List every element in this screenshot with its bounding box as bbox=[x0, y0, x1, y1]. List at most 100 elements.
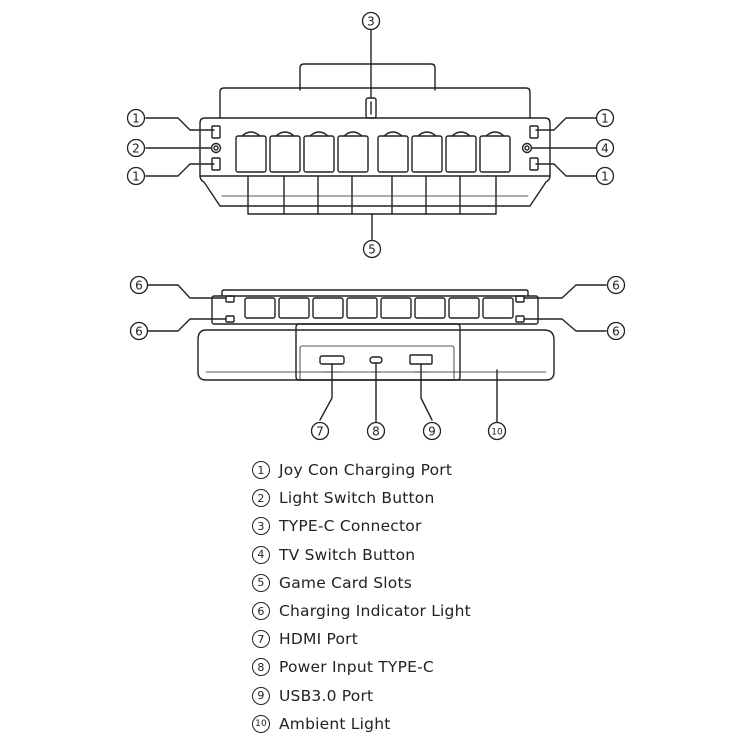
callout-circle-icon bbox=[126, 138, 146, 158]
legend-label: USB3.0 Port bbox=[279, 686, 374, 705]
callout-4-right: 4 bbox=[595, 138, 615, 158]
callout-9: 9 bbox=[422, 421, 442, 441]
legend-label: Joy Con Charging Port bbox=[279, 461, 453, 480]
game-card-slot-icon bbox=[411, 131, 443, 173]
callout-1-right-bottom: 1 bbox=[595, 166, 615, 186]
legend-item: 9 USB3.0 Port bbox=[252, 682, 471, 710]
legend-item: 4 TV Switch Button bbox=[252, 541, 471, 569]
callout-8: 8 bbox=[366, 421, 386, 441]
svg-text:3: 3 bbox=[367, 15, 375, 29]
callout-10: 10 bbox=[487, 421, 507, 441]
charging-indicator-light-right-bottom bbox=[515, 315, 525, 323]
callout-circle-icon bbox=[129, 321, 149, 341]
svg-text:6: 6 bbox=[135, 279, 143, 293]
svg-text:5: 5 bbox=[368, 243, 376, 257]
front-view-leaders bbox=[147, 284, 607, 423]
callout-1-right-top: 1 bbox=[595, 108, 615, 128]
legend-label: TV Switch Button bbox=[279, 545, 416, 564]
legend-number: 9 bbox=[252, 686, 270, 705]
callout-1-left-top: 1 bbox=[126, 108, 146, 128]
charging-indicator-light-right-top bbox=[515, 295, 525, 303]
legend-label: Power Input TYPE-C bbox=[279, 658, 434, 677]
legend-item: 8 Power Input TYPE-C bbox=[252, 653, 471, 681]
svg-text:6: 6 bbox=[612, 325, 620, 339]
callout-circle-icon bbox=[126, 166, 146, 186]
legend-item: 3 TYPE-C Connector bbox=[252, 512, 471, 540]
callout-6-right-bottom: 6 bbox=[606, 321, 626, 341]
callout-6-right-top: 6 bbox=[606, 275, 626, 295]
callout-circle-icon bbox=[126, 108, 146, 128]
legend-item: 5 Game Card Slots bbox=[252, 569, 471, 597]
callout-circle-icon bbox=[606, 321, 626, 341]
legend-label: Game Card Slots bbox=[279, 573, 413, 592]
callout-circle-icon bbox=[366, 421, 386, 441]
legend-number: 5 bbox=[252, 573, 270, 592]
callout-1-left-bottom: 1 bbox=[126, 166, 146, 186]
usb-a-port-icon bbox=[409, 354, 433, 365]
callout-circle-icon bbox=[422, 421, 442, 441]
game-card-slot-icon bbox=[479, 131, 511, 173]
svg-text:1: 1 bbox=[132, 112, 140, 126]
svg-text:7: 7 bbox=[316, 425, 324, 439]
joy-con-charging-port-right-top bbox=[529, 125, 539, 139]
callout-circle-icon bbox=[595, 108, 615, 128]
tv-switch-button bbox=[521, 142, 533, 154]
game-card-slots bbox=[235, 131, 511, 173]
legend-number: 8 bbox=[252, 658, 270, 677]
top-view-leaders bbox=[145, 29, 597, 241]
legend-label: Light Switch Button bbox=[279, 489, 435, 508]
svg-text:4: 4 bbox=[601, 142, 609, 156]
callout-circle-icon bbox=[595, 138, 615, 158]
callouts: 3 1 2 1 1 4 1 5 bbox=[126, 11, 626, 441]
svg-text:8: 8 bbox=[372, 425, 380, 439]
legend-label: Ambient Light bbox=[279, 714, 391, 733]
legend-number: 2 bbox=[252, 489, 270, 508]
legend-number: 4 bbox=[252, 545, 270, 564]
game-card-slot-icon bbox=[269, 131, 301, 173]
joy-con-charging-port-left-top bbox=[211, 125, 221, 139]
legend-label: Charging Indicator Light bbox=[279, 602, 471, 621]
callout-7: 7 bbox=[310, 421, 330, 441]
game-card-slot-icon bbox=[377, 131, 409, 173]
callout-circle-icon bbox=[595, 166, 615, 186]
callout-circle-icon bbox=[606, 275, 626, 295]
top-view-dock bbox=[199, 63, 551, 207]
callout-6-left-bottom: 6 bbox=[129, 321, 149, 341]
legend-number: 6 bbox=[252, 602, 270, 621]
legend-item: 7 HDMI Port bbox=[252, 625, 471, 653]
svg-text:6: 6 bbox=[612, 279, 620, 293]
game-card-slots-front bbox=[244, 297, 514, 319]
callout-circle-icon bbox=[487, 421, 507, 441]
hdmi-port-icon bbox=[319, 355, 345, 365]
svg-text:6: 6 bbox=[135, 325, 143, 339]
callout-2-left: 2 bbox=[126, 138, 146, 158]
legend-number: 7 bbox=[252, 630, 270, 649]
svg-text:1: 1 bbox=[601, 112, 609, 126]
legend-number: 3 bbox=[252, 517, 270, 536]
legend-item: 6 Charging Indicator Light bbox=[252, 597, 471, 625]
game-card-slot-icon bbox=[235, 131, 267, 173]
legend-number: 1 bbox=[252, 461, 270, 480]
game-card-slot-icon bbox=[445, 131, 477, 173]
callout-circle-icon bbox=[362, 239, 382, 259]
light-switch-button bbox=[210, 142, 222, 154]
legend-item: 1 Joy Con Charging Port bbox=[252, 456, 471, 484]
legend-label: TYPE-C Connector bbox=[279, 517, 422, 536]
legend-label: HDMI Port bbox=[279, 630, 358, 649]
callout-6-left-top: 6 bbox=[129, 275, 149, 295]
svg-text:1: 1 bbox=[601, 170, 609, 184]
svg-text:10: 10 bbox=[491, 428, 503, 438]
usb-c-port-icon bbox=[369, 356, 383, 364]
charging-indicator-light-left-top bbox=[225, 295, 235, 303]
callout-3-top: 3 bbox=[361, 11, 381, 31]
callout-5: 5 bbox=[362, 239, 382, 259]
front-view-dock bbox=[197, 289, 555, 381]
charging-indicator-light-left-bottom bbox=[225, 315, 235, 323]
legend-item: 2 Light Switch Button bbox=[252, 484, 471, 512]
callout-circle-icon bbox=[361, 11, 381, 31]
callout-circle-icon bbox=[310, 421, 330, 441]
game-card-slot-icon bbox=[337, 131, 369, 173]
svg-text:9: 9 bbox=[428, 425, 436, 439]
